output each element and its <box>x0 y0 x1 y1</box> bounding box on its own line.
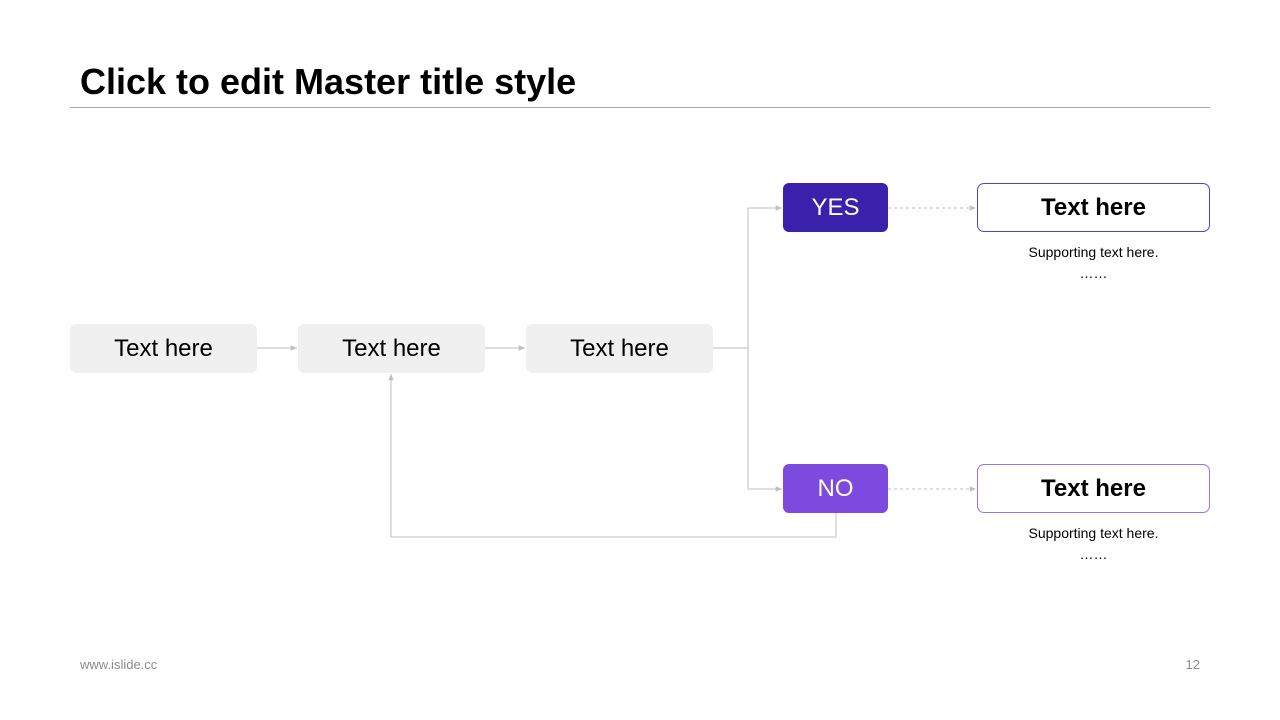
result-no-ellipsis: …… <box>1079 546 1108 562</box>
arrow-no-loop-back <box>388 374 837 538</box>
result-yes-support: Supporting text here. …… <box>977 242 1210 284</box>
decision-yes[interactable]: YES <box>783 183 888 232</box>
result-yes-support-text: Supporting text here. <box>1028 244 1159 260</box>
footer-url: www.islide.cc <box>80 657 158 672</box>
flow-step-3[interactable]: Text here <box>526 324 713 373</box>
result-no-support: Supporting text here. …… <box>977 523 1210 565</box>
arrow-branch-yes <box>747 205 782 348</box>
result-yes-box[interactable]: Text here <box>977 183 1210 232</box>
flow-step-1[interactable]: Text here <box>70 324 257 373</box>
title-divider <box>70 107 1210 108</box>
page-number: 12 <box>1185 657 1200 672</box>
arrow-branch-no <box>747 348 782 492</box>
result-no-box[interactable]: Text here <box>977 464 1210 513</box>
flow-step-2[interactable]: Text here <box>298 324 485 373</box>
slide-title[interactable]: Click to edit Master title style <box>80 61 577 102</box>
result-yes-ellipsis: …… <box>1079 265 1108 281</box>
decision-no[interactable]: NO <box>783 464 888 513</box>
result-no-support-text: Supporting text here. <box>1028 525 1159 541</box>
